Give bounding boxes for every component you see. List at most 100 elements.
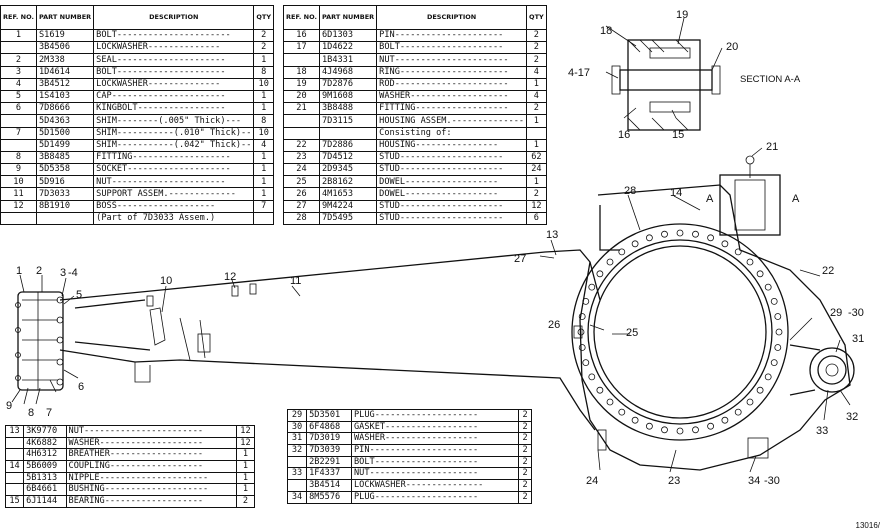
cell-desc: STUD-------------------- (376, 150, 528, 165)
cell-ref: 21 (283, 102, 320, 116)
cell-qty: 2 (253, 41, 275, 55)
cell-qty: 1 (253, 89, 275, 104)
cell-ref: 29 (286, 409, 308, 422)
cell-qty: 2 (518, 432, 532, 446)
col-part: PART NUMBER (318, 5, 378, 30)
callout-25: 25 (626, 327, 638, 339)
cell-qty: 1 (526, 175, 547, 189)
cell-ref (283, 114, 320, 128)
section-marker-a-right: A (792, 193, 800, 205)
cell-part: 4J4968 (318, 65, 378, 79)
callout-4-17: 4-17 (568, 67, 590, 79)
figure-id: 13016/ (855, 521, 880, 530)
cell-qty: 1 (253, 102, 275, 116)
cell-ref: 27 (283, 199, 320, 213)
cell-part: 9M4224 (318, 199, 378, 213)
cell-qty: 6 (526, 211, 547, 226)
cell-ref: 13 (4, 425, 25, 438)
cell-desc: PIN--------------------- (376, 28, 528, 43)
col-ref: REF. NO. (283, 5, 320, 30)
callout-6: 6 (78, 381, 84, 393)
cell-qty: 2 (518, 420, 532, 434)
cell-part: 3B4512 (35, 77, 95, 91)
cell-ref (286, 479, 308, 492)
cell-ref: 20 (283, 89, 320, 104)
cell-desc: STUD-------------------- (376, 199, 528, 213)
cell-ref: 26 (283, 187, 320, 201)
cell-part: 4M1653 (318, 187, 378, 201)
cell-qty: 2 (518, 467, 532, 481)
cell-part: 6J1144 (23, 495, 67, 508)
callout-20: 20 (726, 41, 738, 53)
callout-14: 14 (670, 187, 682, 199)
cell-qty: 4 (526, 89, 547, 104)
stud-hole (707, 422, 714, 430)
callout-12: 12 (224, 271, 236, 283)
cell-desc: BOLT-------------------- (376, 41, 528, 55)
stud-hole (661, 230, 668, 238)
cell-qty: 24 (526, 163, 547, 177)
cell-part: 5B1313 (23, 471, 67, 485)
cell-part: 6F4868 (306, 420, 352, 434)
cell-desc: LOCKWASHER-------------- (93, 77, 255, 91)
cell-qty: 8 (253, 65, 275, 79)
cell-ref: 30 (286, 420, 308, 434)
cell-part: 5D3501 (306, 409, 352, 422)
cell-desc: FITTING------------------ (376, 102, 528, 116)
cell-qty: 2 (518, 479, 532, 492)
callout-3: 3 (60, 267, 66, 279)
cell-part: 8B1910 (35, 199, 95, 213)
cell-desc: LOCKWASHER--------------- (350, 479, 520, 492)
stud-hole (578, 344, 586, 351)
stud-hole (582, 297, 590, 305)
callout-29: 29 (830, 307, 842, 319)
stud-hole (578, 313, 586, 320)
housing-stud-ring (577, 229, 783, 435)
cell-desc: SHIM--------(.005" Thick)--- (93, 114, 255, 128)
col-description: DESCRIPTION (376, 5, 528, 30)
cell-desc: HOUSING ASSEM.-------------- (376, 114, 528, 128)
section-label: SECTION A-A (740, 74, 801, 85)
cell-qty: 4 (253, 138, 275, 152)
table-row: Consisting of: (283, 126, 547, 140)
callout-26: 26 (548, 319, 560, 331)
cell-desc: WASHER------------------- (376, 89, 528, 104)
cell-qty: 12 (235, 436, 256, 450)
callout-13: 13 (546, 229, 558, 241)
cell-desc: GASKET------------------ (350, 420, 520, 434)
stud-hole (588, 283, 596, 291)
stud-hole (774, 313, 782, 320)
cell-part: 2B2291 (306, 455, 352, 469)
cell-ref (283, 126, 320, 140)
stud-hole (577, 328, 585, 336)
stud-hole (631, 240, 639, 248)
cell-part: 3K9770 (23, 425, 67, 438)
cell-qty: 2 (518, 455, 532, 469)
cell-part: 1D4614 (35, 65, 95, 79)
cell-desc: BOSS------------------- (93, 199, 255, 213)
cell-desc: NUT--------------------- (350, 467, 520, 481)
cell-qty: 8 (253, 114, 275, 128)
cell-qty: 7 (253, 199, 275, 213)
callout-16: 16 (618, 129, 630, 141)
cell-part: 6D1303 (318, 28, 378, 43)
callout-24: 24 (586, 475, 598, 487)
callout-1: 1 (16, 265, 22, 277)
stud-hole (774, 344, 782, 351)
cell-part: 7D3019 (306, 432, 352, 446)
callout-34: 34 (748, 475, 760, 487)
stud-hole (775, 328, 783, 336)
cell-ref (283, 53, 320, 67)
cell-part: 9M1608 (318, 89, 378, 104)
